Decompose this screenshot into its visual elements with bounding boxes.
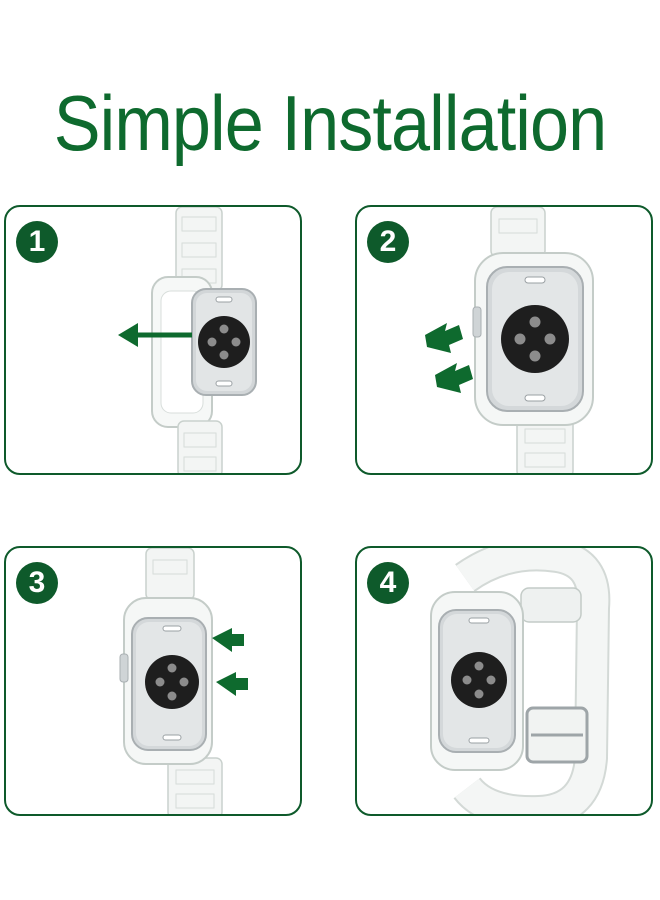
step-3-illustration: [119, 548, 248, 814]
step-2-panel: 2: [355, 205, 653, 475]
step-number-badge: 4: [367, 562, 409, 604]
page-title: Simple Installation: [53, 79, 607, 167]
step-3-panel: 3: [4, 546, 302, 816]
step-number-badge: 2: [367, 221, 409, 263]
step-4-panel: 4: [355, 546, 653, 816]
step-number-badge: 1: [16, 221, 58, 263]
step-1-panel: 1: [4, 205, 302, 475]
step-number-badge: 3: [16, 562, 58, 604]
step-2-illustration: [425, 207, 594, 473]
step-1-illustration: [118, 207, 257, 473]
step-4-illustration: [430, 548, 611, 814]
